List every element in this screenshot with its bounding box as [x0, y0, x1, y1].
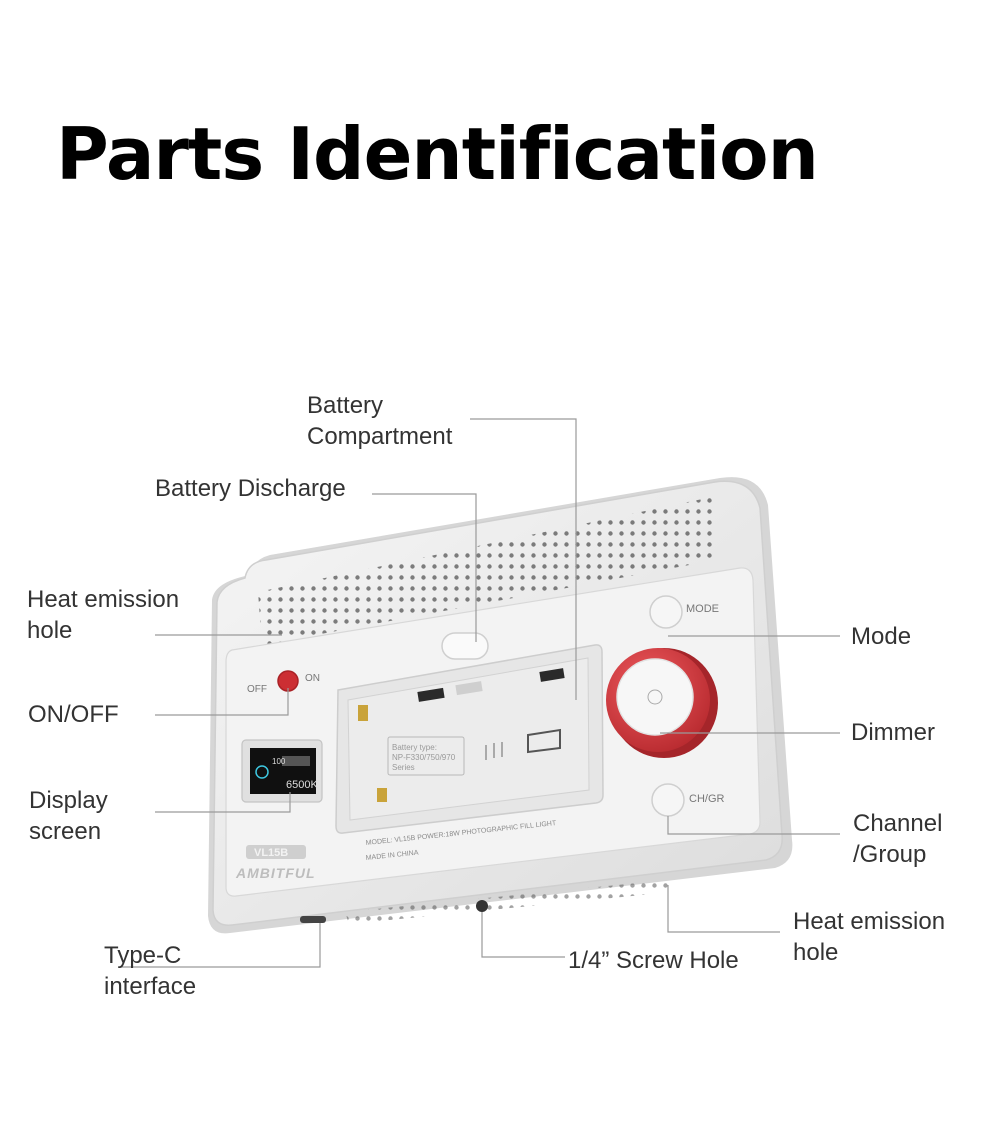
screen-temp: 6500K: [286, 779, 318, 791]
top-heat-grille: [258, 497, 716, 645]
bottom-heat-grille: [345, 880, 672, 924]
chgr-button-label: CH/GR: [689, 793, 725, 805]
label-heat-emission-left: Heat emission hole: [27, 586, 180, 644]
type-c-port: [300, 916, 326, 923]
switch-off-label: OFF: [247, 684, 267, 695]
screen-value: 100: [272, 757, 286, 766]
label-type-c: Type-C interface: [104, 942, 197, 1000]
battery-type-text: Battery type: NP-F330/750/970 Series: [392, 743, 457, 772]
label-screw-hole: 1/4” Screw Hole: [568, 947, 739, 974]
mode-button[interactable]: [649, 595, 683, 629]
channel-group-button[interactable]: [651, 783, 685, 817]
display-screen: 100 6500K: [241, 739, 323, 803]
dimmer-knob[interactable]: [606, 648, 718, 758]
label-battery-discharge: Battery Discharge: [155, 475, 346, 502]
battery-discharge-button[interactable]: [441, 632, 489, 660]
label-on-off: ON/OFF: [28, 701, 119, 728]
label-display-screen: Display screen: [29, 787, 108, 845]
model-badge: VL15B: [254, 847, 288, 859]
battery-compartment-recess: [335, 644, 604, 834]
label-battery-compartment: Battery Compartment: [307, 392, 453, 450]
switch-on-label: ON: [305, 673, 320, 684]
label-channel-group: Channel /Group: [853, 810, 943, 868]
label-heat-emission-bottom: Heat emission hole: [793, 908, 946, 966]
screw-hole: [476, 900, 488, 912]
brand-logo-text: AMBITFUL: [235, 865, 316, 881]
leader-lines: [120, 418, 840, 968]
mode-button-label: MODE: [686, 603, 719, 615]
label-dimmer: Dimmer: [851, 719, 935, 746]
page-title: Parts Identification: [56, 112, 819, 196]
label-mode: Mode: [851, 623, 912, 650]
